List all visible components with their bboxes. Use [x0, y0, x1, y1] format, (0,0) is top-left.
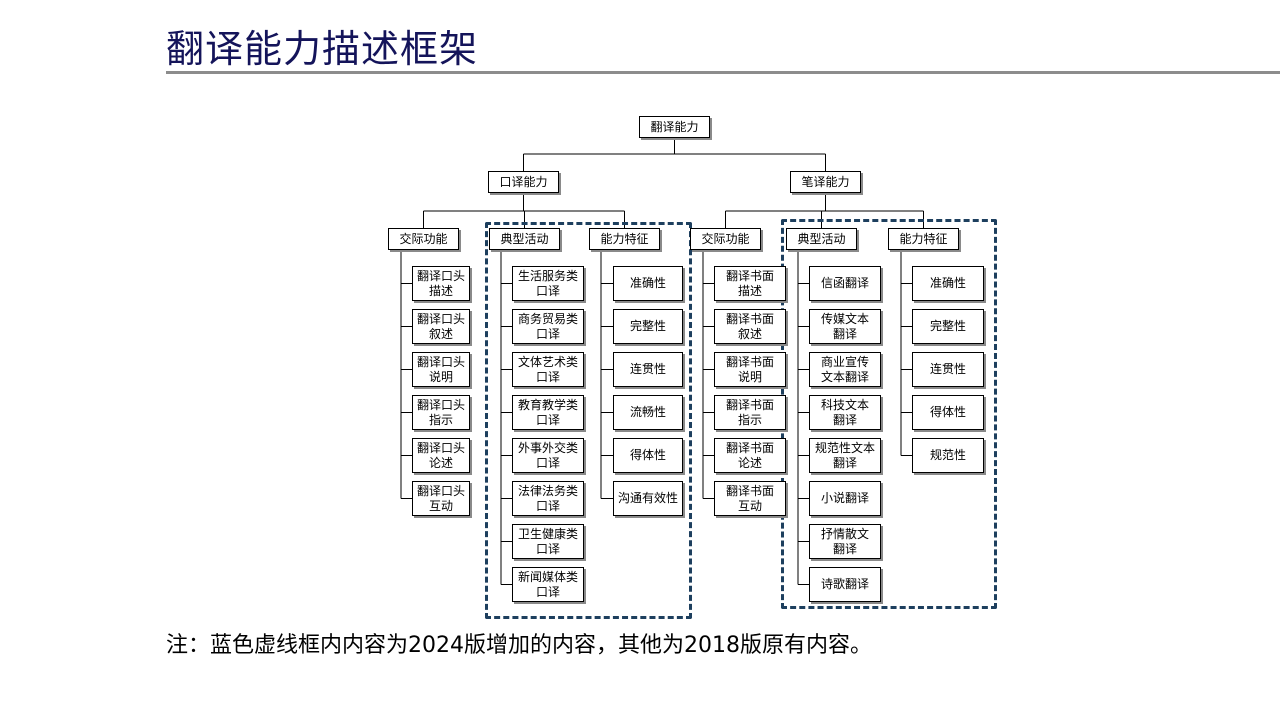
leaf-node: 准确性	[613, 266, 683, 301]
leaf-node: 翻译口头 说明	[412, 352, 470, 387]
category-interpreting-features: 能力特征	[589, 228, 660, 250]
category-translation-communicative: 交际功能	[690, 228, 761, 250]
leaf-node: 外事外交类 口译	[512, 438, 584, 473]
leaf-node: 翻译书面 描述	[714, 266, 786, 301]
leaf-node: 文体艺术类 口译	[512, 352, 584, 387]
leaf-node: 商业宣传 文本翻译	[809, 352, 881, 387]
page-title: 翻译能力描述框架	[166, 27, 479, 71]
leaf-node: 科技文本 翻译	[809, 395, 881, 430]
leaf-node: 完整性	[912, 309, 984, 344]
leaf-node: 得体性	[912, 395, 984, 430]
leaf-node: 沟通有效性	[613, 481, 683, 516]
added-2024-frame-interpreting	[485, 222, 692, 619]
leaf-node: 翻译口头 论述	[412, 438, 470, 473]
leaf-node: 翻译书面 互动	[714, 481, 786, 516]
category-translation-features: 能力特征	[888, 228, 959, 250]
category-translation-activities: 典型活动	[786, 228, 857, 250]
leaf-node: 商务贸易类 口译	[512, 309, 584, 344]
root-node: 翻译能力	[639, 116, 710, 138]
leaf-node: 翻译口头 互动	[412, 481, 470, 516]
leaf-node: 诗歌翻译	[809, 567, 881, 602]
footnote: 注：蓝色虚线框内内容为2024版增加的内容，其他为2018版原有内容。	[166, 633, 872, 658]
leaf-node: 翻译书面 论述	[714, 438, 786, 473]
leaf-node: 翻译书面 叙述	[714, 309, 786, 344]
leaf-node: 连贯性	[912, 352, 984, 387]
leaf-node: 教育教学类 口译	[512, 395, 584, 430]
leaf-node: 信函翻译	[809, 266, 881, 301]
leaf-node: 规范性	[912, 438, 984, 473]
category-interpreting-activities: 典型活动	[489, 228, 560, 250]
leaf-node: 翻译书面 说明	[714, 352, 786, 387]
title-divider	[166, 71, 1280, 74]
leaf-node: 翻译口头 描述	[412, 266, 470, 301]
leaf-node: 传媒文本 翻译	[809, 309, 881, 344]
branch-translation: 笔译能力	[790, 171, 861, 193]
leaf-node: 翻译书面 指示	[714, 395, 786, 430]
leaf-node: 生活服务类 口译	[512, 266, 584, 301]
leaf-node: 得体性	[613, 438, 683, 473]
leaf-node: 准确性	[912, 266, 984, 301]
leaf-node: 翻译口头 指示	[412, 395, 470, 430]
leaf-node: 连贯性	[613, 352, 683, 387]
leaf-node: 卫生健康类 口译	[512, 524, 584, 559]
branch-interpreting: 口译能力	[488, 171, 559, 193]
leaf-node: 小说翻译	[809, 481, 881, 516]
leaf-node: 新闻媒体类 口译	[512, 567, 584, 602]
leaf-node: 抒情散文 翻译	[809, 524, 881, 559]
leaf-node: 完整性	[613, 309, 683, 344]
category-interpreting-communicative: 交际功能	[388, 228, 459, 250]
leaf-node: 流畅性	[613, 395, 683, 430]
leaf-node: 法律法务类 口译	[512, 481, 584, 516]
leaf-node: 翻译口头 叙述	[412, 309, 470, 344]
leaf-node: 规范性文本 翻译	[809, 438, 881, 473]
